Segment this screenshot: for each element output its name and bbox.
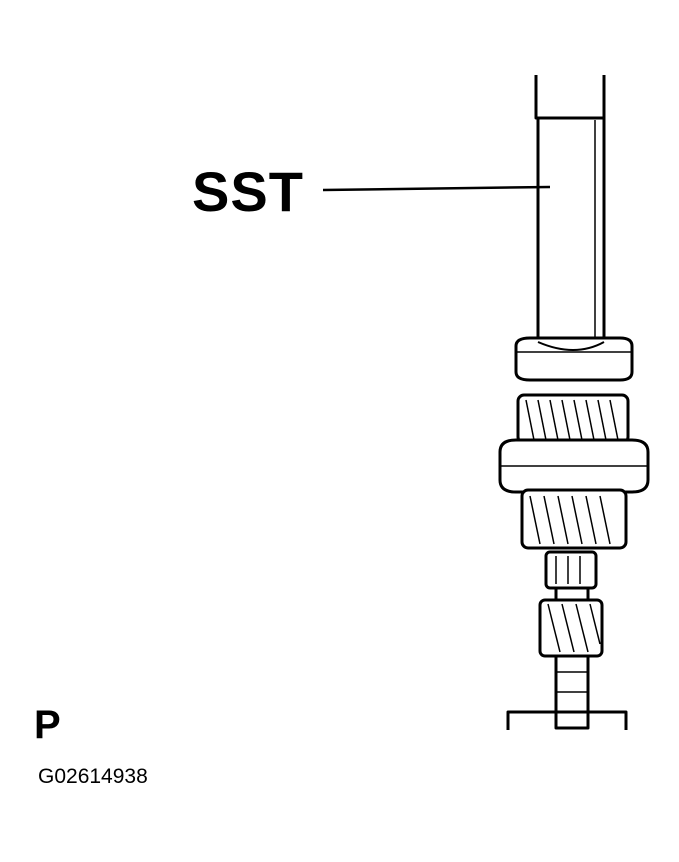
bearing-ring: [514, 336, 634, 382]
spline-section: [544, 550, 598, 590]
lower-gear: [520, 488, 628, 550]
upper-gear: [516, 393, 630, 445]
sst-leader-line: [322, 185, 551, 192]
figure-code: G02614938: [38, 765, 148, 788]
base-housing: [506, 710, 628, 730]
sst-callout-label: SST: [192, 160, 304, 223]
small-gear: [538, 598, 604, 658]
sst-tube: [536, 116, 606, 352]
sst-upper-sleeve: [534, 75, 606, 120]
view-label: P: [34, 703, 61, 747]
